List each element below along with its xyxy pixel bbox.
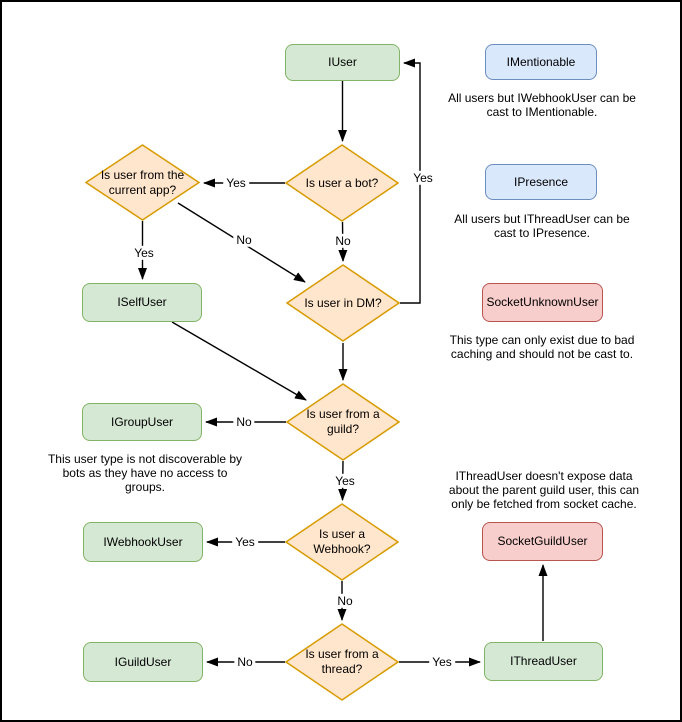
edge-label-webhook-yes: Yes (232, 534, 258, 550)
node-igroupuser-label: IGroupUser (110, 414, 174, 429)
node-socketunknownuser-label: SocketUnknownUser (486, 295, 599, 310)
decision-is-bot-label: Is user a bot? (305, 175, 379, 190)
edge-label-guild-yes: Yes (332, 473, 358, 489)
diamond-shape (285, 144, 399, 222)
edge-label-thread-yes: Yes (429, 654, 455, 670)
edge-label-bot-no: No (332, 233, 354, 249)
edge-label-dm-yes: Yes (410, 170, 436, 186)
node-iguilduser: IGuildUser (83, 642, 203, 682)
node-socketunknownuser: SocketUnknownUser (482, 283, 603, 322)
decision-is-webhook: Is user a Webhook? (285, 503, 399, 581)
edge-label-thread-no: No (234, 654, 256, 670)
decision-is-thread: Is user from a thread? (285, 623, 399, 701)
decision-is-current-app: Is user from the current app? (85, 144, 200, 221)
decision-is-dm: Is user in DM? (286, 264, 400, 342)
decision-is-webhook-label: Is user a Webhook? (313, 527, 371, 556)
diamond-shape (286, 264, 400, 342)
note-socketunknownuser: This type can only exist due to bad cach… (449, 333, 635, 362)
node-ipresence-label: IPresence (513, 174, 569, 189)
diamond-shape (285, 623, 399, 701)
edge-label-guild-no: No (233, 414, 255, 430)
node-iguilduser-label: IGuildUser (114, 654, 172, 669)
node-ithreaduser-label: IThreadUser (510, 654, 577, 669)
node-iuser-label: IUser (328, 55, 357, 70)
diamond-shape (85, 144, 200, 221)
note-igroupuser: This user type is not discoverable by bo… (47, 452, 243, 495)
node-iwebhookuser: IWebhookUser (83, 522, 203, 562)
note-imentionable: All users but IWebhookUser can be cast t… (448, 91, 636, 120)
decision-is-current-app-label: Is user from the current app? (100, 167, 185, 197)
node-ithreaduser: IThreadUser (484, 642, 603, 681)
node-igroupuser: IGroupUser (82, 403, 202, 441)
diamond-shape (286, 383, 400, 461)
diamond-shape (285, 503, 399, 581)
node-iselfuser: ISelfUser (82, 283, 202, 322)
node-socketguilduser: SocketGuildUser (482, 522, 603, 561)
node-iwebhookuser-label: IWebhookUser (103, 534, 183, 549)
decision-is-guild-label: Is user from a guild? (306, 407, 380, 436)
node-ipresence: IPresence (485, 164, 597, 200)
decision-is-guild: Is user from a guild? (286, 383, 400, 461)
note-ithreaduser: IThreadUser doesn't expose data about th… (448, 469, 640, 512)
edge-label-webhook-no: No (334, 593, 356, 609)
note-ipresence: All users but IThreadUser can be cast to… (454, 212, 630, 241)
node-iuser: IUser (285, 44, 400, 81)
edge-label-currentapp-no: No (233, 232, 255, 248)
edge-label-currentapp-yes: Yes (131, 245, 157, 261)
node-socketguilduser-label: SocketGuildUser (497, 534, 588, 549)
edge-iselfuser-to-isguild (171, 321, 307, 401)
node-imentionable-label: IMentionable (506, 54, 576, 69)
edge-label-bot-yes: Yes (223, 175, 249, 191)
node-iselfuser-label: ISelfUser (117, 295, 167, 310)
node-imentionable: IMentionable (485, 44, 597, 80)
decision-is-thread-label: Is user from a thread? (305, 647, 379, 676)
decision-is-bot: Is user a bot? (285, 144, 399, 222)
decision-is-dm-label: Is user in DM? (304, 295, 382, 310)
